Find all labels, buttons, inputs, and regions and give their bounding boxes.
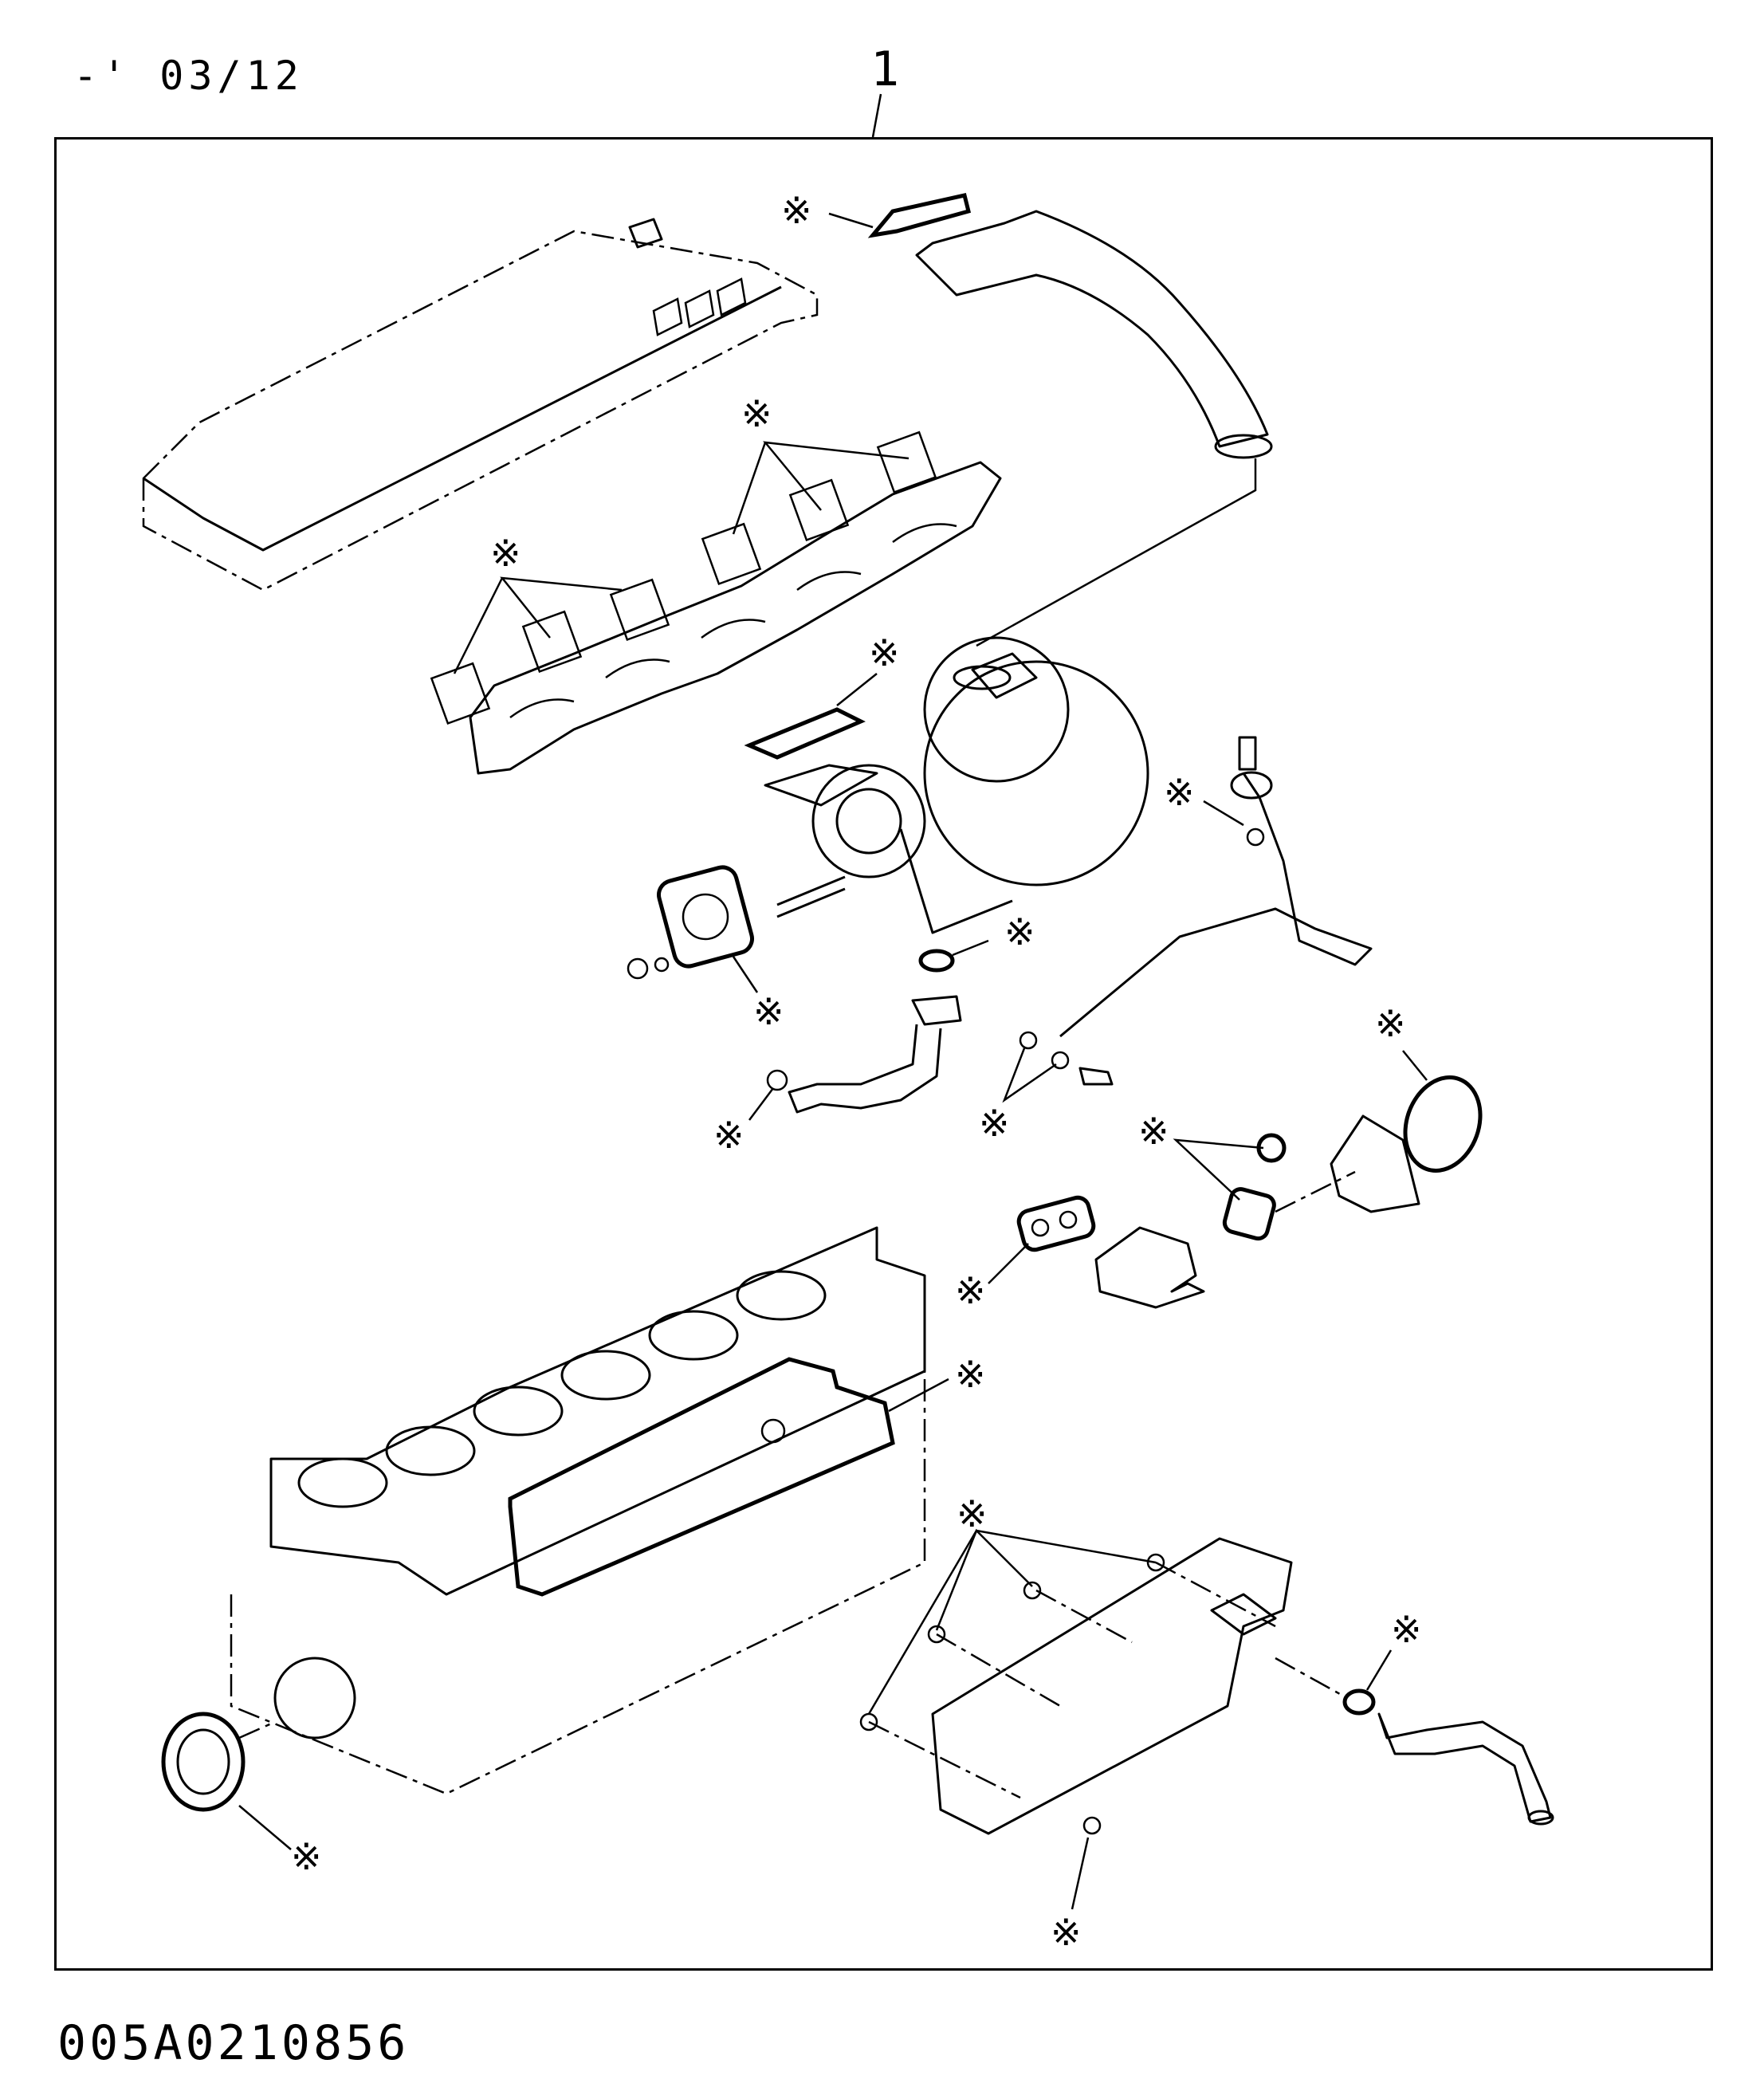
callout-thermostat-gaskets: ※	[1138, 1110, 1264, 1201]
oil-feed-pipe	[1019, 736, 1373, 1086]
callout-symbol: ※	[781, 189, 812, 232]
callout-symbol: ※	[979, 1102, 1010, 1145]
callout-water-outlet-o-ring: ※	[1375, 1002, 1428, 1081]
callouts: ※ ※ ※ ※ ※ ※ ※ ※	[238, 189, 1428, 1954]
callout-rocker-cover-gasket: ※	[888, 1353, 986, 1413]
diagram-frame	[54, 137, 1713, 1971]
water-outlet	[1016, 1195, 1205, 1309]
rocker-cover-gasket	[508, 1357, 895, 1597]
callout-symbol: ※	[1004, 910, 1035, 953]
revision-note: -' 03/12	[73, 53, 304, 99]
callout-symbol: ※	[291, 1835, 322, 1878]
callout-turbo-drain-o-ring: ※	[952, 910, 1035, 957]
turbocharger	[764, 636, 1149, 934]
thermostat-housing	[1222, 1075, 1483, 1241]
callout-turbo-mounting-gasket: ※	[732, 956, 784, 1033]
callout-symbol: ※	[753, 990, 784, 1033]
callout-exhaust-pipe-gasket: ※	[781, 189, 874, 232]
item-number-label: 1	[870, 41, 900, 97]
exhaust-manifold	[469, 461, 1002, 775]
manifold-gaskets	[430, 430, 937, 725]
figure-code: 005A0210856	[57, 2015, 410, 2071]
callout-symbol: ※	[1375, 1002, 1406, 1045]
callout-symbol: ※	[1164, 771, 1195, 814]
callout-symbol: ※	[1391, 1608, 1422, 1651]
callout-water-pipe-o-ring: ※	[1365, 1608, 1422, 1691]
callout-symbol: ※	[955, 1269, 986, 1312]
callout-bottom-o-ring: ※	[1051, 1837, 1090, 1954]
callout-oil-pipe-o-rings: ※	[979, 1048, 1057, 1145]
crankshaft-seal	[161, 1712, 276, 1812]
oil-return-pipe	[766, 995, 962, 1114]
callout-symbol: ※	[741, 392, 772, 435]
callout-symbol: ※	[957, 1492, 988, 1535]
turbo-gaskets	[627, 707, 955, 980]
callout-symbol: ※	[1138, 1110, 1169, 1153]
callout-exhaust-manifold-gaskets-front: ※	[453, 532, 623, 674]
callout-symbol: ※	[1051, 1911, 1082, 1954]
callout-symbol: ※	[955, 1353, 986, 1396]
callout-turbo-flange-gasket: ※	[836, 631, 900, 706]
front-cover	[859, 1537, 1293, 1835]
water-pipe	[1275, 1657, 1554, 1826]
exhaust-pipe	[867, 193, 1273, 647]
callout-symbol: ※	[490, 532, 521, 575]
callout-oil-return-o-ring: ※	[713, 1087, 774, 1157]
callout-oil-feed-gasket: ※	[1164, 771, 1244, 827]
cylinder-head	[142, 218, 819, 592]
callout-symbol: ※	[713, 1114, 744, 1157]
callout-exhaust-manifold-gaskets-rear: ※	[732, 392, 910, 535]
cylinder-block	[230, 1226, 926, 1795]
callout-symbol: ※	[869, 631, 900, 674]
item-number-leader	[871, 93, 882, 138]
callout-front-cover-o-rings: ※	[867, 1492, 1157, 1715]
callout-crankshaft-rear-seal: ※	[238, 1805, 322, 1878]
callout-oil-cooler-gasket: ※	[955, 1243, 1029, 1312]
